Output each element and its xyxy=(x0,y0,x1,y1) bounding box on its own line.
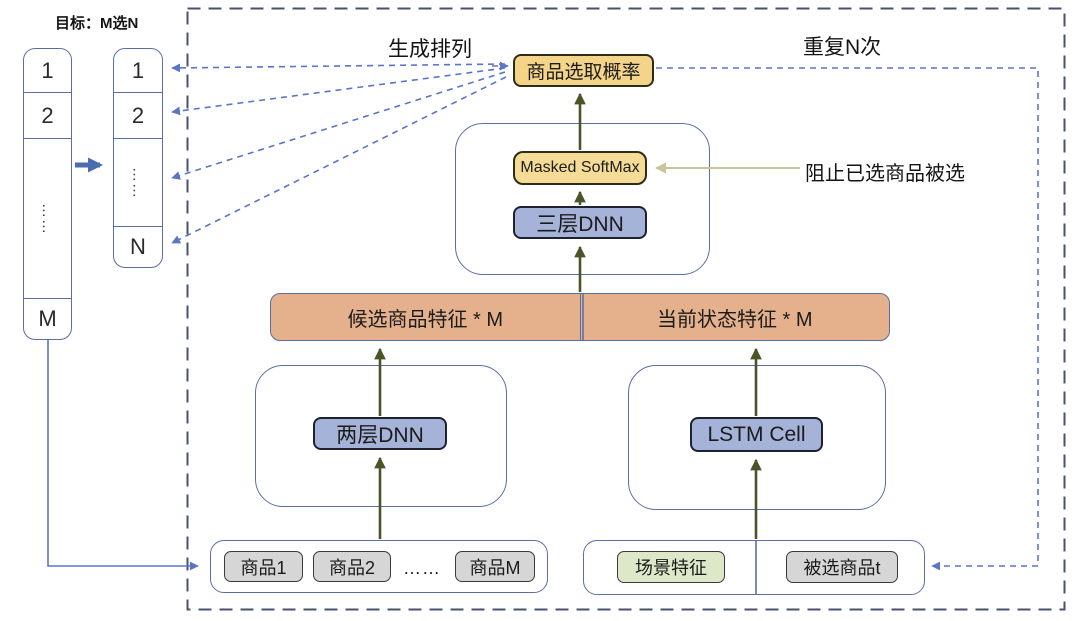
two-layer-dnn-node: 两层DNN xyxy=(313,417,447,450)
masked-softmax-node: Masked SoftMax xyxy=(513,151,647,185)
candidate-cell-dots: …… xyxy=(24,138,71,298)
scene-feature-node: 场景特征 xyxy=(617,551,725,583)
selected-column: 1 2 …… N xyxy=(113,48,163,268)
three-layer-dnn-node: 三层DNN xyxy=(513,206,647,239)
state-feature-label: 当前状态特征 * M xyxy=(656,308,813,331)
selected-cell-dots: …… xyxy=(114,138,162,226)
vertical-ellipsis: …… xyxy=(129,166,147,199)
repeat-n-times-label: 重复N次 xyxy=(803,36,882,59)
generate-permutation-label: 生成排列 xyxy=(388,38,472,61)
candidate-cell: 2 xyxy=(24,92,71,138)
candidate-column: 1 2 …… M xyxy=(23,48,72,340)
scoring-container xyxy=(455,123,710,275)
feature-bar: 候选商品特征 * M 当前状态特征 * M xyxy=(270,293,890,341)
block-selected-note: 阻止已选商品被选 xyxy=(805,163,965,185)
item-1-node: 商品1 xyxy=(224,551,303,582)
candidate-cell: M xyxy=(24,298,71,339)
item-m-node: 商品M xyxy=(455,551,535,582)
selection-probability-node: 商品选取概率 xyxy=(513,54,654,87)
items-ellipsis: …… xyxy=(403,558,441,578)
selected-cell: N xyxy=(114,226,162,267)
selected-cell: 1 xyxy=(131,57,145,83)
selected-item-t-node: 被选商品t xyxy=(786,551,898,583)
lstm-cell-node: LSTM Cell xyxy=(690,417,823,452)
vertical-ellipsis: …… xyxy=(39,202,56,235)
selected-cell: 2 xyxy=(114,92,162,138)
candidate-feature-label: 候选商品特征 * M xyxy=(271,294,581,340)
candidate-cell: 1 xyxy=(41,57,54,83)
item-2-node: 商品2 xyxy=(313,551,391,582)
goal-caption: 目标：M选N xyxy=(55,15,139,32)
m-items-arrow xyxy=(47,340,199,571)
